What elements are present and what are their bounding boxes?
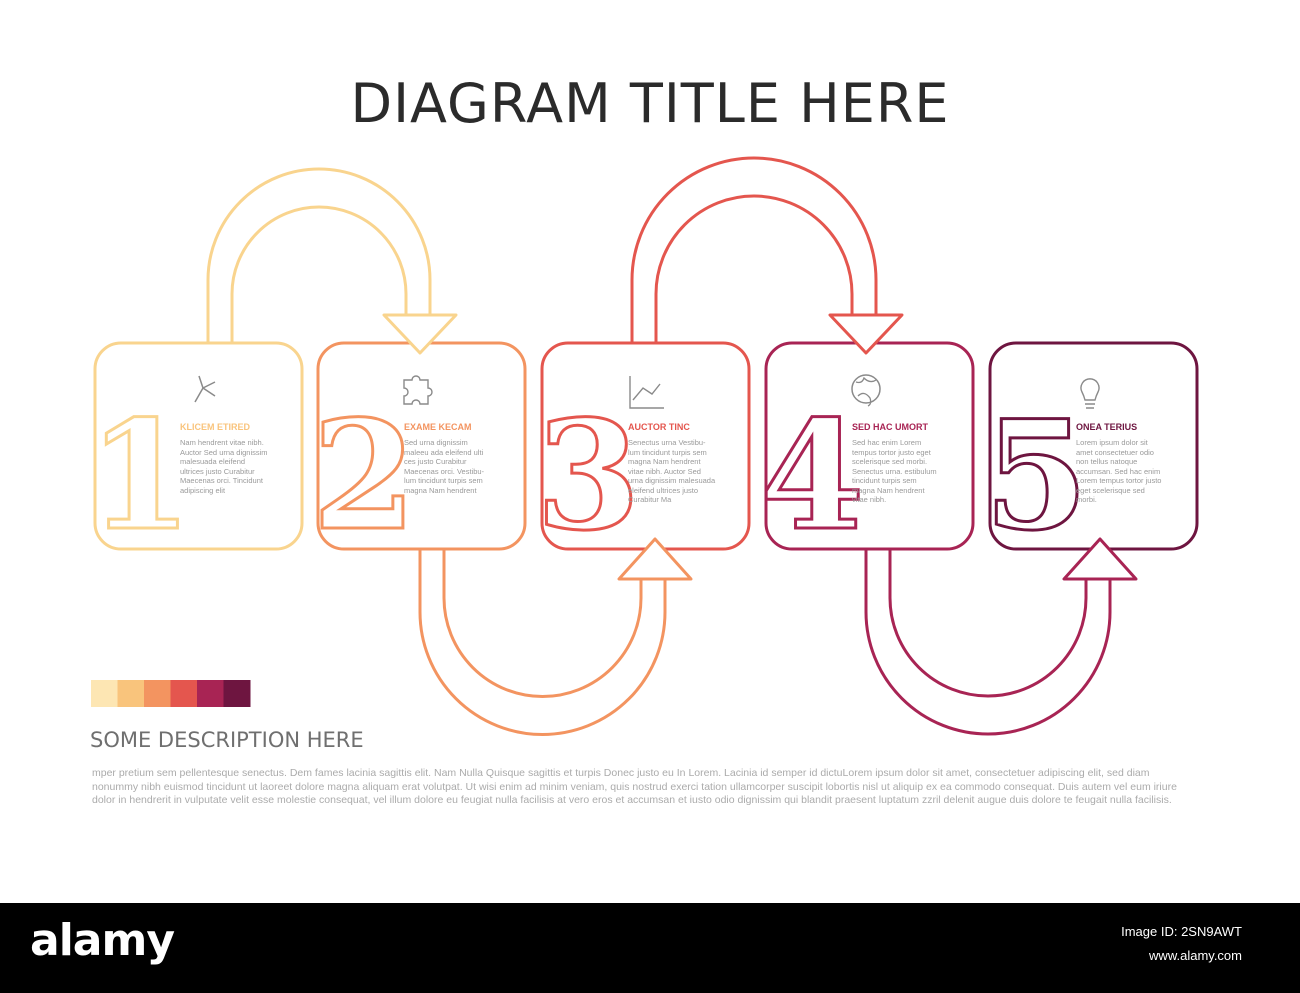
step-3-number: 3: [536, 388, 640, 564]
arrow-4-5-outer: [864, 549, 1112, 736]
globe-icon: [851, 374, 881, 404]
step-4-text: Sed hac enim Lorem tempus tortor justo e…: [852, 438, 937, 504]
footer-logo: alamy: [30, 915, 175, 966]
arrow-4-5-inner: [888, 549, 1088, 698]
description-body: mper pretium sem pellentesque senectus. …: [92, 767, 1177, 806]
step-2-heading: EXAME KECAM: [404, 422, 472, 432]
arrow-3-4-inner: [654, 194, 854, 343]
step-1-text: Nam hendrent vitae nibh. Auctor Sed urna…: [180, 438, 268, 495]
arrow-3-4-outer: [630, 156, 878, 343]
color-swatch-3: [144, 680, 171, 707]
arrow-4-5-head: [1062, 537, 1138, 581]
color-swatch-4: [170, 680, 198, 707]
puzzle-icon: [403, 375, 433, 405]
color-swatch-1: [91, 680, 118, 707]
description-title: SOME DESCRIPTION HERE: [90, 728, 364, 752]
arrow-2-3-head: [617, 537, 693, 581]
step-1-box: [93, 341, 304, 551]
arrow-1-2-outer: [206, 167, 432, 343]
step-5-number: 5: [984, 388, 1088, 564]
arrow-3-4-head: [828, 313, 904, 355]
arrow-1-2-inner: [230, 205, 408, 343]
step-3-text: Senectus urna Vestibu- lum tincidunt tur…: [628, 438, 716, 504]
arrow-1-2-head: [382, 313, 458, 355]
footer-site: www.alamy.com: [1149, 948, 1242, 963]
step-5-text: Lorem ipsum dolor sit amet consectetuer …: [1076, 438, 1162, 504]
step-2-text: Sed urna dignissim maleeu ada eleifend u…: [404, 438, 485, 495]
footer-bar: [0, 903, 1300, 993]
step-1-heading: KLICEM ETIRED: [180, 422, 251, 432]
step-2-number: 2: [312, 388, 416, 564]
step-3-heading: AUCTOR TINC: [628, 422, 690, 432]
step-5-heading: ONEA TERIUS: [1076, 422, 1138, 432]
lightbulb-icon: [1080, 378, 1100, 409]
footer-image-id: Image ID: 2SN9AWT: [1121, 924, 1242, 939]
step-4-number: 4: [760, 388, 864, 564]
arrow-2-3-outer: [418, 549, 667, 736]
step-1-number: 1: [88, 388, 192, 564]
globe-detail: [855, 376, 877, 407]
step-4-heading: SED HAC UMORT: [852, 422, 928, 432]
line-chart-icon: [629, 376, 664, 409]
arrow-2-3-inner: [442, 549, 643, 698]
color-swatch-2: [117, 680, 145, 707]
color-swatch-6: [223, 680, 251, 707]
arrows-split-icon: [194, 375, 216, 403]
diagram-title: DIAGRAM TITLE HERE: [350, 72, 950, 135]
color-swatch-5: [197, 680, 224, 707]
